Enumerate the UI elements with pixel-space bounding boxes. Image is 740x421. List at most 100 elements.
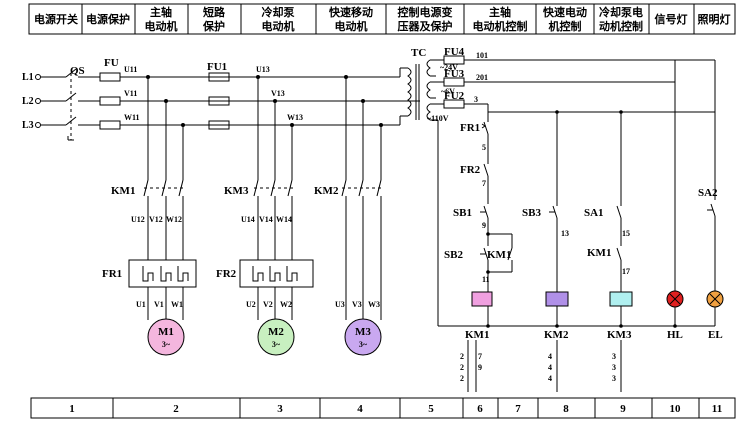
label-fu3: FU3: [444, 68, 465, 80]
label-6v: ~6V: [441, 87, 455, 96]
label-m2: M2: [268, 326, 284, 338]
label-l1: L1: [22, 72, 34, 83]
label-tc: TC: [411, 47, 426, 59]
junctions: [146, 75, 383, 127]
lamps: [666, 290, 724, 308]
coil-km3: [609, 291, 633, 307]
label-el: EL: [708, 329, 723, 341]
main-contacts: [143, 179, 382, 320]
label-sb1: SB1: [453, 207, 472, 219]
label-sb2: SB2: [444, 249, 463, 261]
label-w14: W14: [276, 215, 292, 224]
motor-labels: M1 3~ M2 3~ M3 3~: [158, 326, 371, 349]
label-qs: QS: [70, 65, 85, 77]
control-circuit: [438, 59, 716, 392]
footer-cell: 11: [712, 403, 722, 415]
label-w12: W12: [166, 215, 182, 224]
thermal-relays: [128, 259, 314, 320]
header-cell: 动机控制: [599, 19, 643, 33]
label-sa1: SA1: [584, 207, 604, 219]
header-cell: 主轴: [150, 5, 172, 19]
label-m2-phase: 3~: [272, 340, 281, 349]
footer-cell: 8: [563, 403, 569, 415]
thermal-relay-labels: FR1 FR2 U1 V1 W1 U2 V2 W2 U3 V3 W3: [102, 268, 380, 309]
label-v11: V11: [124, 89, 137, 98]
motors: [147, 318, 382, 356]
footer-cell: 6: [477, 403, 483, 415]
label-17: 17: [622, 267, 630, 276]
motor-m2: [257, 318, 295, 356]
control-junctions: [486, 110, 677, 328]
transformer: [399, 55, 488, 326]
ref-km1-right: 9: [478, 363, 482, 372]
label-coil-km1: KM1: [465, 329, 489, 341]
label-fr1: FR1: [102, 268, 122, 280]
label-u14: U14: [241, 215, 255, 224]
label-km1-aux2: KM1: [587, 247, 611, 259]
label-3: 3: [474, 95, 478, 104]
footer-cell: 7: [515, 403, 521, 415]
header-labels: 电源开关 电源保护 主轴 电动机 短路 保护 冷却泵 电动机 快速移动 电动机 …: [34, 5, 731, 33]
bus-verticals: [147, 77, 382, 180]
label-7: 7: [482, 179, 486, 188]
footer-labels: 1 2 3 4 5 6 7 8 9 10 11: [69, 403, 722, 415]
header-cell: 快速移动: [328, 5, 373, 19]
header-cell: 照明灯: [698, 12, 731, 26]
main-contact-labels: KM1 KM3 KM2 U12 V12 W12 U14 V14 W14: [111, 185, 339, 224]
label-9: 9: [482, 221, 486, 230]
label-fu1: FU1: [207, 61, 227, 73]
ref-km2: 4: [548, 352, 552, 361]
label-u13: U13: [256, 65, 270, 74]
label-v14: V14: [259, 215, 273, 224]
label-m1-phase: 3~: [162, 340, 171, 349]
label-fr1-contact: FR1: [460, 122, 480, 134]
label-l3: L3: [22, 120, 34, 131]
label-w2: W2: [280, 300, 292, 309]
label-m3: M3: [355, 326, 371, 338]
label-fu4: FU4: [444, 46, 465, 58]
header-cell: 电源开关: [34, 12, 78, 26]
header-cell: 冷却泵: [262, 5, 295, 19]
label-km2-main: KM2: [314, 185, 339, 197]
header-cell: 主轴: [489, 5, 511, 19]
fu1-fuses: [208, 72, 230, 130]
label-v13: V13: [271, 89, 285, 98]
label-110v: ~110V: [427, 114, 449, 123]
label-v2: V2: [263, 300, 273, 309]
ref-km3: 3: [612, 363, 616, 372]
label-w13: W13: [287, 113, 303, 122]
power-input-labels: L1 L2 L3 QS FU U11 V11 W11 FU1 U13 V13 W…: [22, 57, 303, 131]
ref-km1-left: 2: [460, 374, 464, 383]
footer-cell: 10: [670, 403, 682, 415]
label-24v: ~24V: [440, 63, 458, 72]
label-m3-phase: 3~: [359, 340, 368, 349]
header-cell: 电动机: [335, 19, 368, 33]
coil-km1: [471, 291, 493, 307]
header-cell: 电动机控制: [473, 19, 528, 33]
label-coil-km2: KM2: [544, 329, 569, 341]
label-201: 201: [476, 73, 488, 82]
label-u3: U3: [335, 300, 345, 309]
footer-cell: 1: [69, 403, 75, 415]
header-cell: 快速电动: [542, 5, 587, 19]
label-u11: U11: [124, 65, 137, 74]
label-v3: V3: [352, 300, 362, 309]
ref-km2: 4: [548, 374, 552, 383]
label-fr2: FR2: [216, 268, 237, 280]
ref-km1-left: 2: [460, 363, 464, 372]
header-cell: 压器及保护: [398, 19, 453, 33]
label-l2: L2: [22, 96, 34, 107]
header-cell: 控制电源变: [398, 5, 453, 19]
motor-m3: [344, 318, 382, 356]
footer-cell: 9: [620, 403, 626, 415]
ref-km1-right: 7: [478, 352, 482, 361]
header-cell: 电动机: [262, 19, 295, 33]
control-labels: FR1 FR2 SB1 SB2 KM1 SB3 SA1 KM1 SA2 5 7 …: [444, 122, 723, 383]
label-15: 15: [622, 229, 630, 238]
label-u2: U2: [246, 300, 256, 309]
label-km1-main: KM1: [111, 185, 135, 197]
footer-cell: 3: [277, 403, 283, 415]
footer-cell: 2: [173, 403, 179, 415]
ref-km3: 3: [612, 352, 616, 361]
